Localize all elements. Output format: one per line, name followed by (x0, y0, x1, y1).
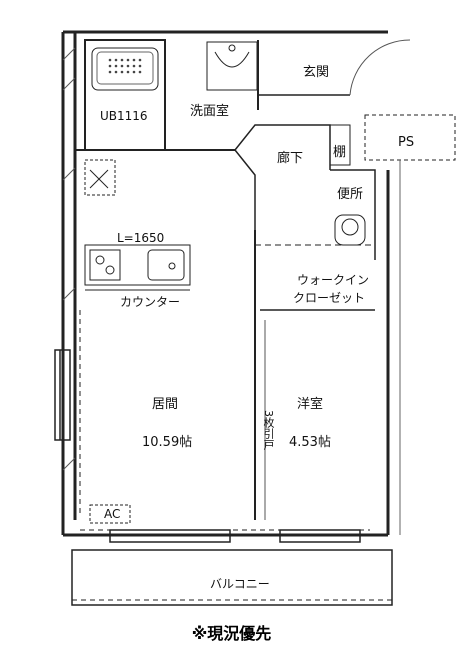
sliding-door-label: 3枚引戸 (262, 410, 275, 450)
room-label-living: 居間 (152, 397, 179, 412)
room-label-wic-2: クローゼット (293, 291, 366, 305)
bath-outline (84, 39, 166, 151)
room-label-unit-bath: UB1116 (100, 109, 148, 123)
kitchen-length-label: L=1650 (117, 231, 165, 245)
room-label-western: 洋室 (297, 397, 324, 412)
ac-label: AC (104, 507, 121, 521)
room-label-shelf: 棚 (333, 145, 347, 160)
window (54, 349, 361, 543)
room-label-ps: PS (398, 135, 415, 150)
room-label-washroom: 洗面室 (190, 104, 230, 119)
room-label-entrance: 玄関 (303, 65, 330, 80)
room-label-wic-1: ウォークイン (297, 273, 370, 287)
balcony-label: バルコニー (210, 577, 270, 591)
current-condition-note: ※現況優先 (191, 624, 272, 643)
room-label-toilet: 便所 (337, 187, 364, 202)
room-label-hallway: 廊下 (277, 151, 304, 166)
room-label-living-size: 10.59帖 (142, 435, 193, 450)
outer-wall (61, 30, 390, 537)
counter-label: カウンター (120, 295, 181, 309)
wall-hatch (62, 47, 76, 471)
room-label-western-size: 4.53帖 (289, 435, 331, 450)
bath-pattern (108, 58, 142, 74)
